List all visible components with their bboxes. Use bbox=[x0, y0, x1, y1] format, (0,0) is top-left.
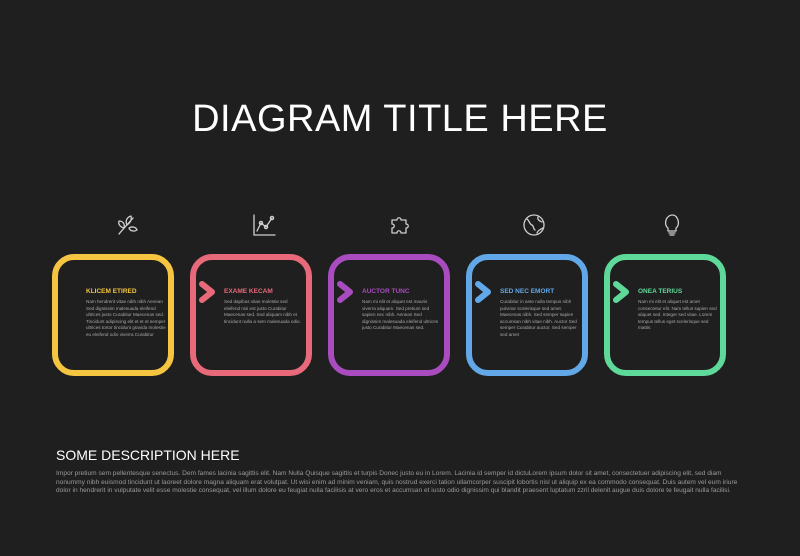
diagram-title: DIAGRAM TITLE HERE bbox=[192, 98, 608, 140]
plant-icon bbox=[114, 212, 140, 238]
step-box-3: AUCTOR TUNC Nam mi elit et aliquet est m… bbox=[328, 254, 450, 376]
step-box-1: KLICEM ETIRED Nam hendrerit vitae nibh n… bbox=[52, 254, 174, 376]
step-box-5: ONEA TERIUS Nam mi elit et aliquet est a… bbox=[604, 254, 726, 376]
step-box-4: SED NEC EMORT Curabitur in ante nulla te… bbox=[466, 254, 588, 376]
connector-arrow-3 bbox=[448, 279, 494, 305]
step-title: KLICEM ETIRED bbox=[86, 288, 137, 295]
description-title: SOME DESCRIPTION HERE bbox=[56, 447, 240, 463]
step-title: AUCTOR TUNC bbox=[362, 288, 410, 295]
step-title: SED NEC EMORT bbox=[500, 288, 555, 295]
description-text: Impor pretium sem pellentesque senectus.… bbox=[56, 470, 738, 495]
step-text: Nam mi elit et aliquet est amet consecte… bbox=[638, 299, 717, 331]
lightbulb-icon bbox=[659, 212, 685, 238]
chart-icon bbox=[251, 212, 277, 238]
puzzle-icon bbox=[388, 212, 414, 238]
step-text: Nam hendrerit vitae nibh nibh Aenean Sed… bbox=[86, 299, 166, 337]
connector-arrow-1 bbox=[172, 279, 218, 305]
step-text: Sed dapibus vitae molestie sed eleifend … bbox=[224, 299, 301, 324]
step-box-2: EXAME KECAM Sed dapibus vitae molestie s… bbox=[190, 254, 312, 376]
step-title: EXAME KECAM bbox=[224, 288, 273, 295]
globe-icon bbox=[521, 212, 547, 238]
connector-arrow-2 bbox=[310, 279, 356, 305]
step-title: ONEA TERIUS bbox=[638, 288, 683, 295]
connector-arrow-4 bbox=[586, 279, 632, 305]
step-text: Curabitur in ante nulla tempus nibh pulv… bbox=[500, 299, 577, 337]
step-text: Nam mi elit et aliquet est mauris viverr… bbox=[362, 299, 439, 331]
